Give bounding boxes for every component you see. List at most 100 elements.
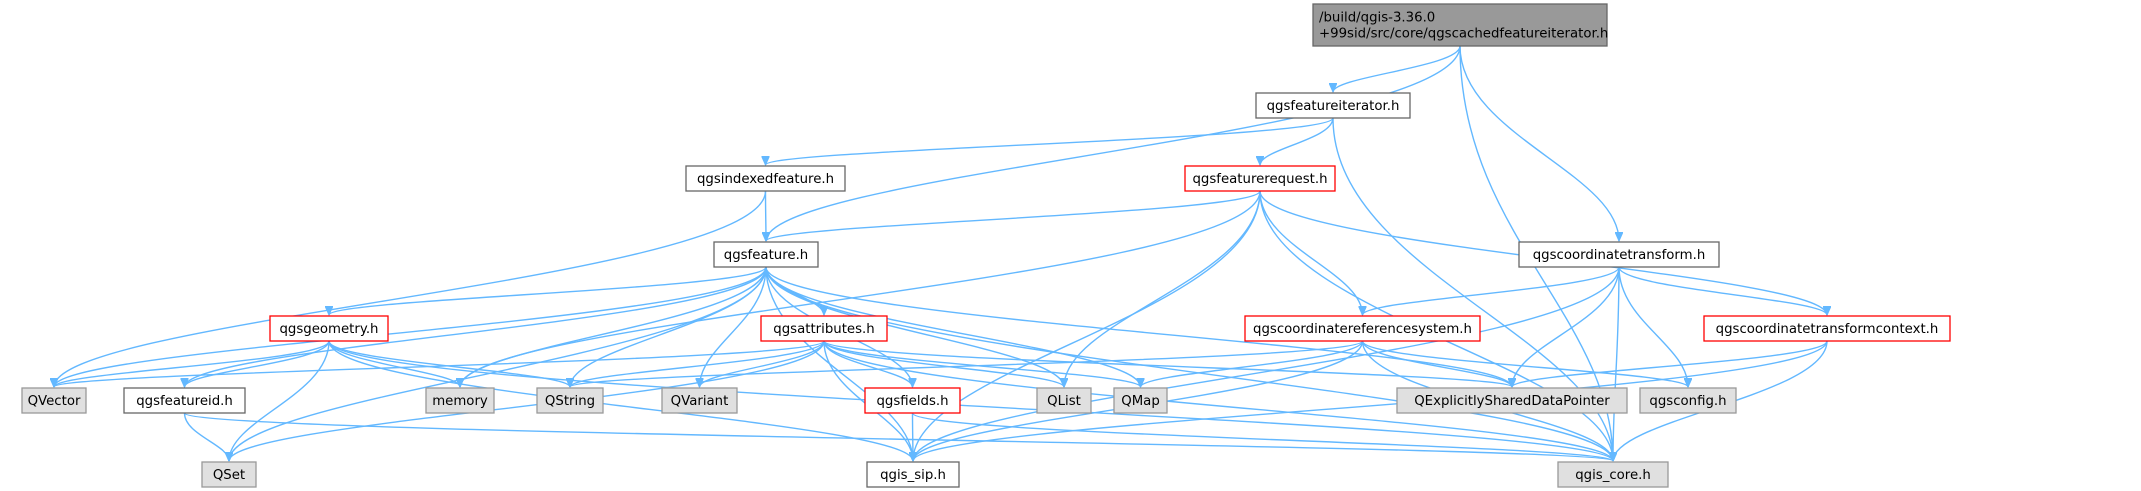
node-featureid[interactable]: qgsfeatureid.h [123,387,246,414]
edge-fields-to-qgiscore [911,412,1614,461]
edge-feature-to-featureid [185,266,767,387]
edge-featureiterator-to-indexedfeature [766,117,1334,165]
edge-featurerequest-to-crs [1259,190,1363,315]
edge-featureiterator-to-qgiscore [1332,117,1613,461]
edge-root-to-feature [766,45,1461,241]
edge-coordtransform-to-qgissip [913,266,1620,461]
node-qvariant-box [661,387,738,414]
node-featurerequest[interactable]: qgsfeaturerequest.h [1184,165,1336,192]
node-fields-box [864,387,961,414]
node-qstring-label: QString [545,394,595,409]
edge-geometry-to-memory [328,340,460,387]
edge-feature-to-qvariant [700,266,767,387]
edge-feature-to-qgiscore [765,266,1613,461]
node-qset[interactable]: QSet [201,461,257,488]
node-geometry-label: qgsgeometry.h [279,322,378,337]
node-coordtransform-label: qgscoordinatetransform.h [1533,248,1706,263]
node-qgissip[interactable]: qgis_sip.h [866,461,960,488]
node-qvector[interactable]: QVector [21,387,87,414]
edge-featurerequest-to-feature [766,190,1261,241]
node-featurerequest-box [1184,165,1336,192]
edge-feature-to-qesdp [765,266,1512,387]
node-crs[interactable]: qgscoordinatereferencesystem.h [1244,315,1481,342]
edge-featureiterator-to-featurerequest [1260,117,1334,165]
node-qstring[interactable]: QString [536,387,604,414]
node-attributes-label: qgsattributes.h [773,322,874,337]
node-qset-box [201,461,257,488]
node-qesdp-box [1396,387,1628,414]
edge-attributes-to-qstring [570,340,825,387]
node-qgiscore[interactable]: qgis_core.h [1557,461,1669,488]
edge-feature-to-qgissip [765,266,913,461]
node-root-label: /build/qgis-3.36.0 [1319,11,1435,26]
node-qvariant[interactable]: QVariant [661,387,738,414]
node-geometry[interactable]: qgsgeometry.h [269,315,389,342]
edge-attributes-to-qset [229,340,825,461]
node-qgsconfig[interactable]: qgsconfig.h [1639,387,1737,414]
edge-fields-to-qgissip [913,412,914,461]
node-indexedfeature[interactable]: qgsindexedfeature.h [685,165,846,192]
edge-attributes-to-qesdp [823,340,1512,387]
node-root[interactable]: /build/qgis-3.36.0+99sid/src/core/qgscac… [1312,3,1608,47]
node-qgiscore-box [1557,461,1669,488]
node-qlist[interactable]: QList [1036,387,1092,414]
edge-coordtransform-to-qgsconfig [1618,266,1688,387]
node-fields-label: qgsfields.h [876,394,948,409]
edge-crs-to-qgsconfig [1361,340,1689,387]
node-featurerequest-label: qgsfeaturerequest.h [1192,172,1327,187]
node-indexedfeature-box [685,165,846,192]
edge-feature-to-geometry [329,266,767,315]
node-featureid-box [123,387,246,414]
edge-coordtransform-to-crs [1363,266,1620,315]
node-qmap[interactable]: QMap [1113,387,1168,414]
node-featureiterator[interactable]: qgsfeatureiterator.h [1255,92,1411,119]
edge-crs-to-qstring [570,340,1364,387]
edge-geometry-to-qset [229,340,330,461]
node-qstring-box [536,387,604,414]
edge-featureid-to-qset [183,412,230,461]
node-featureid-label: qgsfeatureid.h [136,394,233,409]
node-qgsconfig-label: qgsconfig.h [1649,394,1726,409]
edge-attributes-to-qvector [54,340,825,387]
node-qgissip-label: qgis_sip.h [880,468,946,483]
node-qesdp[interactable]: QExplicitlySharedDataPointer [1396,387,1628,414]
node-ctcontext-label: qgscoordinatetransformcontext.h [1716,322,1939,337]
node-qvector-label: QVector [28,394,81,409]
edge-geometry-to-qvector [54,340,330,387]
edge-featurerequest-to-qgissip [913,190,1261,461]
node-fields[interactable]: qgsfields.h [864,387,961,414]
node-coordtransform-box [1518,241,1720,268]
node-geometry-box [269,315,389,342]
node-feature[interactable]: qgsfeature.h [713,241,819,268]
edge-geometry-to-qgiscore [328,340,1613,461]
node-qgissip-box [866,461,960,488]
node-coordtransform[interactable]: qgscoordinatetransform.h [1518,241,1720,268]
node-root-label: +99sid/src/core/qgscachedfeatureiterator… [1319,27,1608,42]
edge-coordtransform-to-qesdp [1512,266,1620,387]
node-attributes-box [760,315,888,342]
node-qset-label: QSet [213,468,245,483]
edge-coordtransform-to-qgiscore [1613,266,1620,461]
node-featureiterator-label: qgsfeatureiterator.h [1267,99,1400,114]
node-qgiscore-label: qgis_core.h [1575,468,1651,483]
node-qmap-box [1113,387,1168,414]
edge-featureid-to-qgiscore [183,412,1614,461]
edge-root-to-featureiterator [1333,45,1461,92]
edge-indexedfeature-to-qvector [54,190,767,387]
edges-layer [54,45,1828,461]
edge-featurerequest-to-memory [460,190,1261,387]
node-memory[interactable]: memory [425,387,495,414]
node-attributes[interactable]: qgsattributes.h [760,315,888,342]
edge-indexedfeature-to-feature [766,190,767,241]
node-feature-label: qgsfeature.h [724,248,808,263]
edge-ctcontext-to-qgissip [913,340,1828,461]
edge-root-to-coordtransform [1459,45,1619,241]
node-qvariant-label: QVariant [671,394,729,409]
node-qlist-box [1036,387,1092,414]
node-ctcontext[interactable]: qgscoordinatetransformcontext.h [1703,315,1951,342]
node-indexedfeature-label: qgsindexedfeature.h [697,172,834,187]
node-qvector-box [21,387,87,414]
node-feature-box [713,241,819,268]
node-qmap-label: QMap [1121,394,1160,409]
